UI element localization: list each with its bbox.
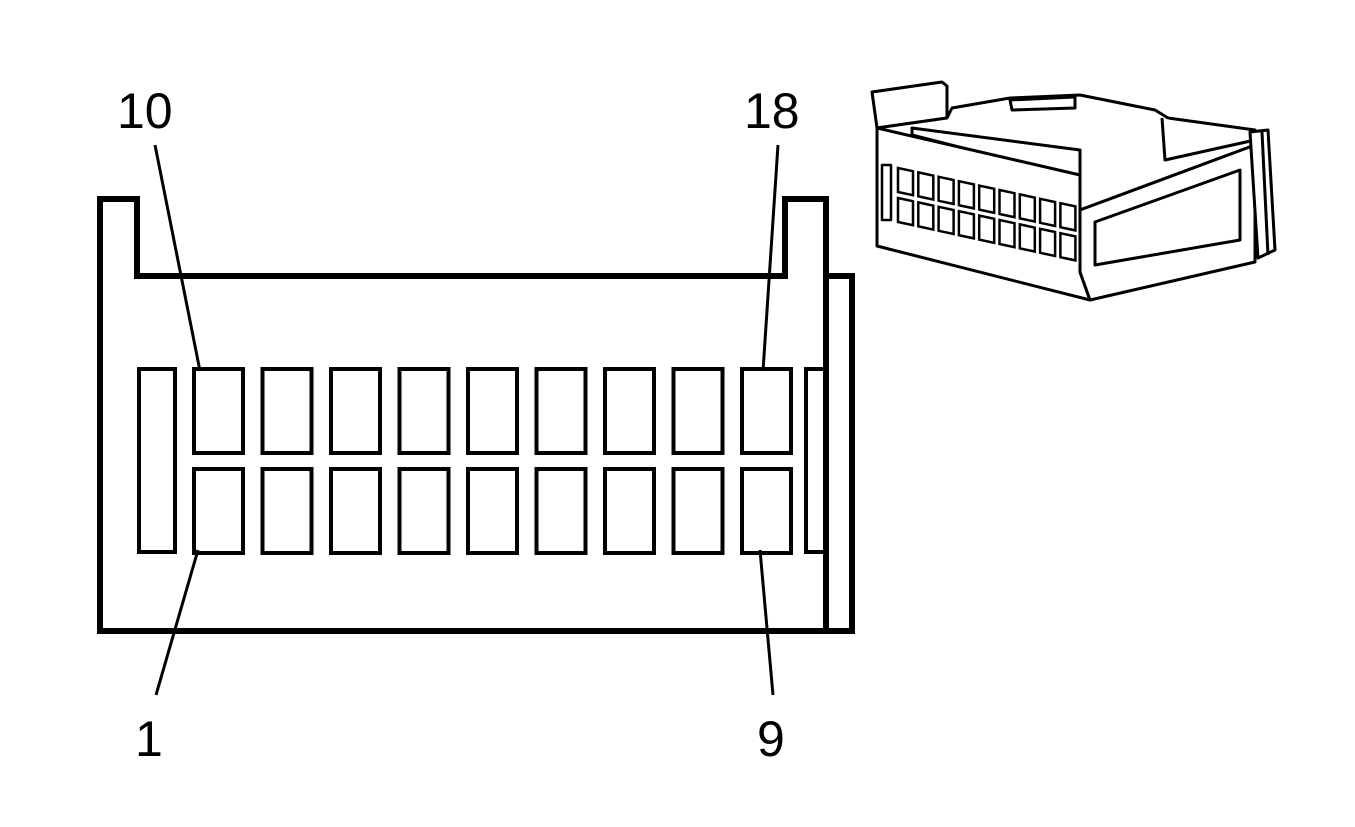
pin-cavity-15 — [534, 367, 588, 455]
pin-cavity-7 — [603, 467, 656, 555]
iso-pin-cavity-17 — [1038, 197, 1057, 228]
pin-cavity-4 — [397, 467, 451, 555]
pin-cavity-9 — [740, 467, 793, 555]
pin-cavity-2 — [260, 467, 314, 555]
iso-end-flange — [1248, 128, 1277, 260]
leader-lines — [153, 144, 780, 696]
iso-pin-cavity-3 — [937, 205, 955, 236]
key-slot-left — [137, 367, 177, 554]
pin-label-9: 9 — [757, 711, 785, 767]
pin-cavity-14 — [466, 367, 519, 455]
iso-pin-cavity-14 — [977, 184, 996, 215]
iso-pin-cavity-13 — [957, 179, 976, 210]
iso-pin-cavity-12 — [937, 175, 955, 206]
connector-side-rail — [826, 273, 855, 634]
iso-pin-cavity-11 — [917, 170, 935, 202]
iso-pin-cavity-6 — [998, 218, 1016, 249]
iso-step-notch — [1160, 117, 1256, 162]
iso-pin-cavity-10 — [896, 166, 915, 197]
connector-front-view — [97, 196, 855, 634]
iso-pin-cavity-16 — [1018, 192, 1037, 224]
pin-cavity-8 — [671, 467, 725, 555]
iso-pin-cavity-2 — [917, 200, 935, 232]
pin-cavity-3 — [329, 467, 382, 555]
iso-pin-cavity-5 — [977, 214, 996, 245]
pin-cavity-5 — [466, 467, 519, 555]
pin-cavity-13 — [397, 367, 451, 455]
iso-pin-cavity-1 — [896, 196, 915, 227]
iso-pin-cavity-7 — [1018, 222, 1037, 254]
iso-pin-cavity-8 — [1038, 227, 1057, 258]
pin-cavity-16 — [603, 367, 656, 455]
iso-pin-cavity-9 — [1059, 231, 1077, 262]
pin-cavity-17 — [671, 367, 725, 455]
pin-label-10: 10 — [117, 83, 173, 139]
connector-housing-outline — [97, 196, 829, 634]
iso-end-flange-edge — [1260, 131, 1270, 256]
iso-top-ridge — [1008, 95, 1077, 112]
iso-latch-tab — [870, 80, 949, 130]
iso-pin-cavities — [896, 166, 1077, 262]
pin-cavities — [192, 367, 793, 555]
iso-side-recess — [1093, 168, 1242, 267]
pin-cavity-12 — [329, 367, 382, 455]
leader-line-10 — [153, 144, 202, 372]
pin-cavity-11 — [260, 367, 314, 455]
pin-cavity-1 — [192, 467, 245, 555]
key-slot-right — [804, 367, 826, 554]
pin-label-1: 1 — [135, 711, 163, 767]
pin-label-18: 18 — [744, 83, 800, 139]
iso-pin-cavity-15 — [998, 188, 1016, 219]
pin-cavity-10 — [192, 367, 245, 455]
iso-key-slot — [880, 163, 893, 222]
leader-line-9 — [758, 549, 775, 696]
leader-line-1 — [154, 549, 200, 696]
pin-cavity-18 — [740, 367, 793, 455]
pin-cavity-6 — [534, 467, 588, 555]
leader-line-18 — [761, 144, 780, 372]
connector-isometric-view — [870, 80, 1277, 302]
iso-pin-cavity-4 — [957, 209, 976, 240]
iso-pin-cavity-18 — [1059, 201, 1077, 232]
